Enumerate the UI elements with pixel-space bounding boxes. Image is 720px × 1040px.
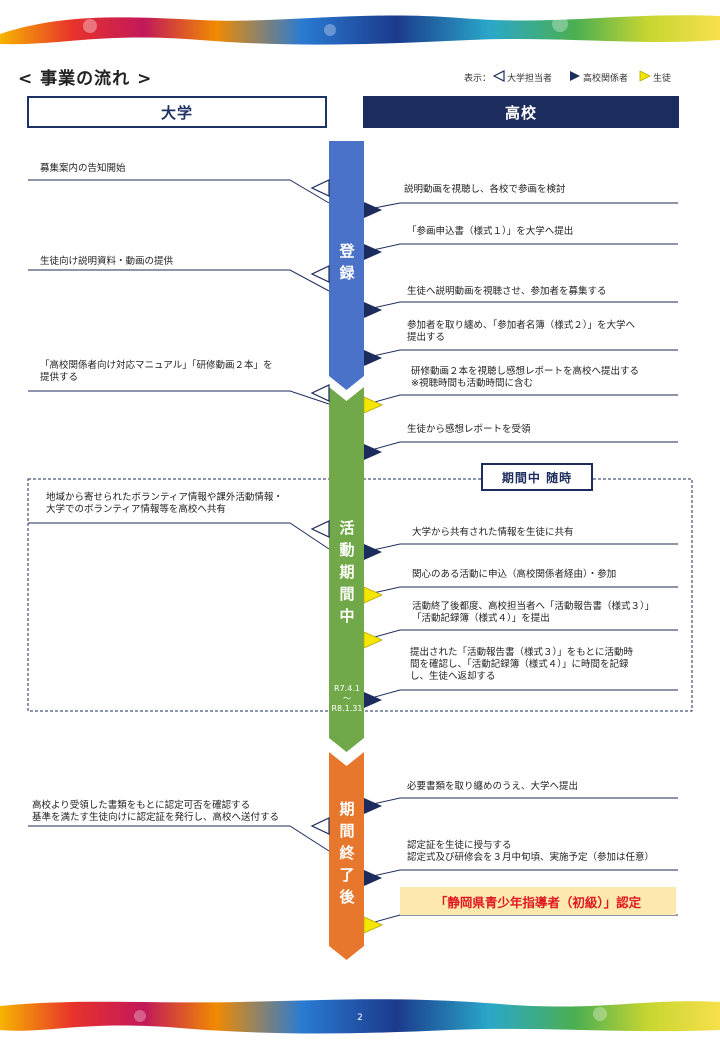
decorative-paint-band-bottom xyxy=(0,999,720,1034)
certification-badge: 「静岡県青少年指導者（初級）」認定 xyxy=(400,887,676,915)
student-marker xyxy=(363,586,383,604)
during-period-label: 期間中 随時 xyxy=(481,463,593,491)
university-header: 大学 xyxy=(27,96,327,128)
university-marker xyxy=(310,520,330,538)
phase-label-after: 期間終了後 xyxy=(339,800,355,906)
legend-label-student: 生徒 xyxy=(653,74,672,84)
highschool-step-4: 参加者を取り纏め、「参加者名簿（様式２）」を大学へ提出する xyxy=(407,320,636,343)
university-marker xyxy=(310,817,330,835)
highschool-marker xyxy=(364,798,382,814)
highschool-step-8: 関心のある活動に申込（高校関係者経由）・参加 xyxy=(412,569,617,580)
outline-triangle-icon xyxy=(493,70,505,82)
highschool-markers xyxy=(364,202,382,886)
page-number: 2 xyxy=(357,1013,363,1023)
legend-label-university: 大学担当者 xyxy=(507,74,553,84)
highschool-step-2: 「参画申込書（様式１）」を大学へ提出 xyxy=(407,226,574,237)
university-step-3: 「高校関係者向け対応マニュアル」「研修動画２本」を提供する xyxy=(40,360,273,383)
highschool-header: 高校 xyxy=(363,96,679,128)
highschool-step-5: 研修動画２本を視聴し感想レポートを高校へ提出する※視聴時間も活動時間に含む xyxy=(411,366,640,389)
highschool-marker xyxy=(364,202,382,218)
student-marker xyxy=(363,396,383,414)
student-markers xyxy=(363,396,383,934)
activity-phase-arrow xyxy=(329,387,364,752)
university-markers xyxy=(310,179,330,835)
highschool-step-12: 認定証を生徒に授与する認定式及び研修会を３月中旬頃、実施予定（参加は任意） xyxy=(407,840,655,863)
highschool-marker xyxy=(364,244,382,260)
highschool-step-9: 活動終了後都度、高校担当者へ「活動報告書（様式３）」「活動記録簿（様式４）」を提… xyxy=(412,601,655,624)
navy-triangle-icon xyxy=(570,71,580,81)
university-marker xyxy=(310,179,330,197)
legend-prefix: 表示： xyxy=(464,74,492,84)
highschool-marker xyxy=(364,302,382,318)
university-step-1: 募集案内の告知開始 xyxy=(40,163,126,174)
phase-label-registration: 登録 xyxy=(339,242,355,282)
university-step-5: 高校より受領した書類をもとに認定可否を確認する基準を満たす生徒向けに認定証を発行… xyxy=(32,800,280,823)
highschool-step-1: 説明動画を視聴し、各校で参画を検討 xyxy=(404,184,566,195)
legend-label-highschool: 高校関係者 xyxy=(583,74,629,84)
highschool-step-7: 大学から共有された情報を生徒に共有 xyxy=(412,527,574,538)
after-phase-arrow xyxy=(329,752,364,960)
highschool-marker xyxy=(364,350,382,366)
highschool-marker xyxy=(364,692,382,708)
highschool-step-6: 生徒から感想レポートを受領 xyxy=(407,424,531,435)
university-step-4: 地域から寄せられたボランティア情報や課外活動情報・大学でのボランティア情報等を高… xyxy=(46,492,283,515)
highschool-marker xyxy=(364,444,382,460)
page-title: < 事業の流れ > xyxy=(18,69,153,89)
yellow-triangle-icon xyxy=(639,70,651,82)
highschool-connectors xyxy=(363,202,678,926)
student-marker xyxy=(363,916,383,934)
activity-period-dates: R7.4.1～R8.1.31 xyxy=(331,684,363,713)
student-marker xyxy=(363,631,383,649)
highschool-step-3: 生徒へ説明動画を視聴させ、参加者を募集する xyxy=(407,286,607,297)
highschool-step-11: 必要書類を取り纏めのうえ、大学へ提出 xyxy=(407,781,579,792)
university-marker xyxy=(310,265,330,283)
phase-label-activity: 活動期間中 xyxy=(339,519,355,625)
registration-phase-arrow xyxy=(329,141,364,390)
highschool-marker xyxy=(364,870,382,886)
highschool-step-10: 提出された「活動報告書（様式３）」をもとに活動時間を確認し、「活動記録簿（様式４… xyxy=(410,647,634,682)
university-connectors xyxy=(28,179,330,852)
highschool-marker xyxy=(364,544,382,560)
decorative-paint-band-top xyxy=(0,15,720,45)
university-marker xyxy=(310,384,330,402)
university-step-2: 生徒向け説明資料・動画の提供 xyxy=(40,256,174,267)
